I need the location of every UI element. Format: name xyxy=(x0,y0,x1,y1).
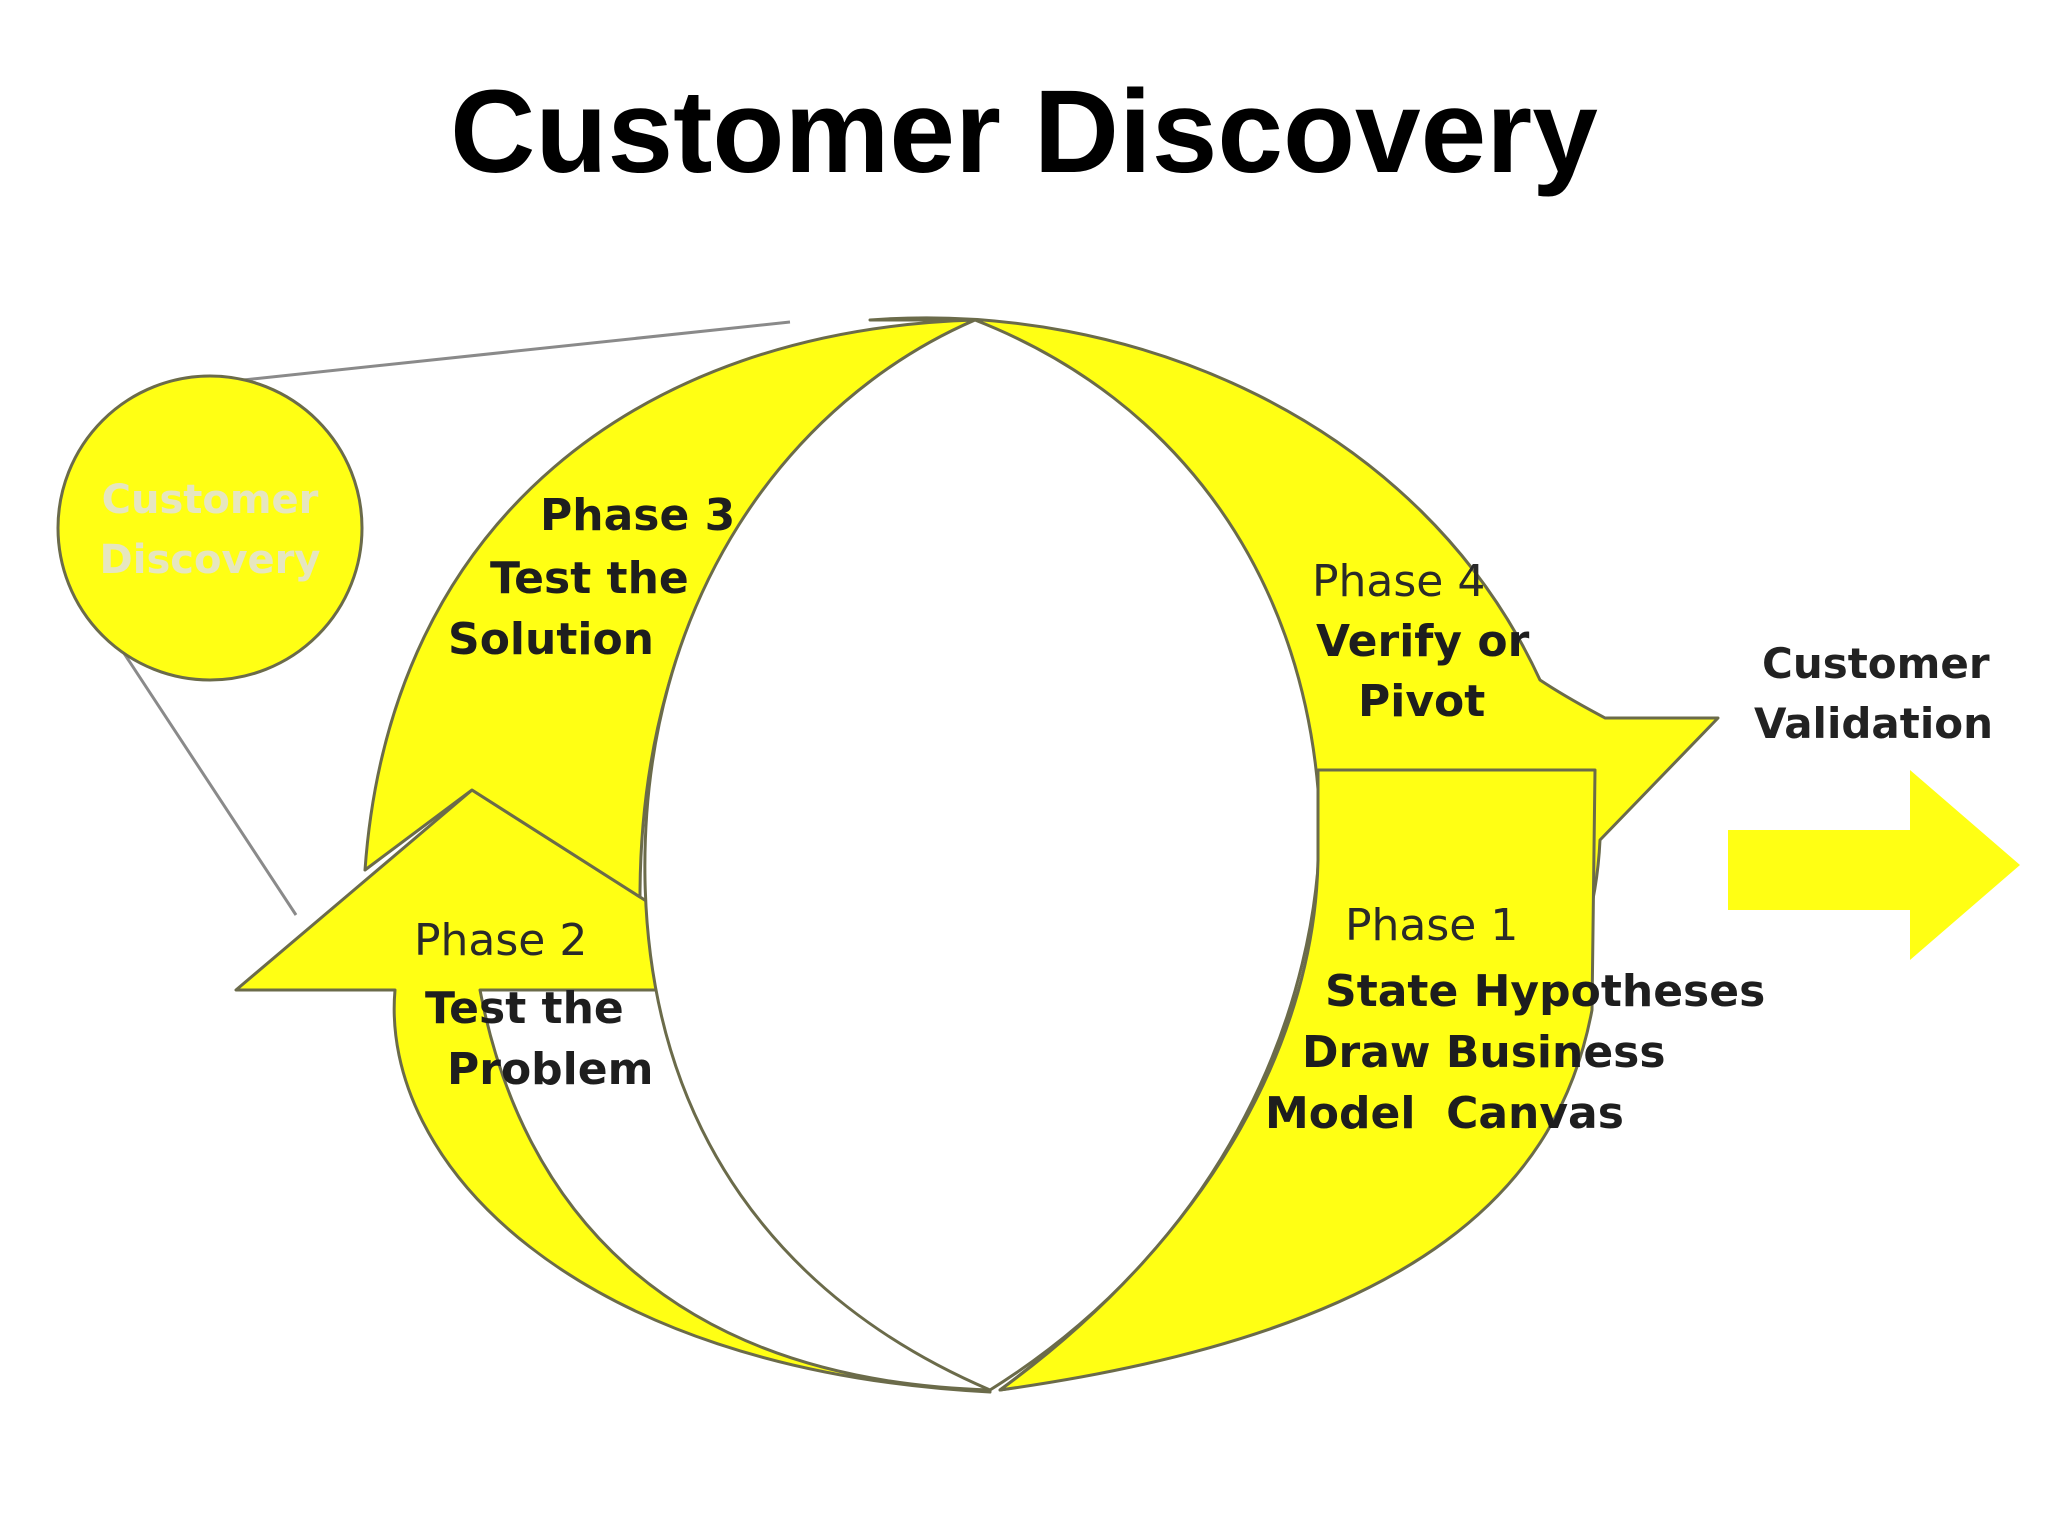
phase-1-line-3: Model Canvas xyxy=(1265,1088,1624,1139)
cycle-inner-hole xyxy=(643,318,1322,1392)
inset-connector-bottom xyxy=(110,634,298,916)
exit-arrow xyxy=(1728,770,2020,960)
left-crescent-arrow xyxy=(234,788,992,1394)
phase-2-heading: Phase 2 xyxy=(414,915,587,966)
page-title: Customer Discovery xyxy=(450,66,1598,198)
inset-label-line2: Discovery xyxy=(100,537,321,583)
inset-connector-top xyxy=(214,320,791,385)
phase-1-heading: Phase 1 xyxy=(1345,900,1518,951)
inset-label-line1: Customer xyxy=(102,477,319,523)
exit-label-line2: Validation xyxy=(1754,699,1993,748)
phase-4-line-2: Pivot xyxy=(1358,676,1485,727)
exit-label-line1: Customer xyxy=(1762,639,1990,688)
phase-4-heading: Phase 4 xyxy=(1312,556,1485,607)
phase-2-line-1: Test the xyxy=(425,983,624,1034)
phase-3-line-2: Solution xyxy=(448,614,654,665)
phase-4-line-1: Verify or xyxy=(1316,616,1530,667)
phase-3-line-1: Test the xyxy=(490,553,689,604)
phase-3-heading: Phase 3 xyxy=(540,490,735,541)
inset-circle xyxy=(56,374,364,682)
phase-1-line-2: Draw Business xyxy=(1302,1027,1666,1078)
phase-2-line-2: Problem xyxy=(447,1044,653,1095)
phase-1-tail xyxy=(998,768,1597,1392)
phase-1-line-1: State Hypotheses xyxy=(1325,966,1765,1017)
